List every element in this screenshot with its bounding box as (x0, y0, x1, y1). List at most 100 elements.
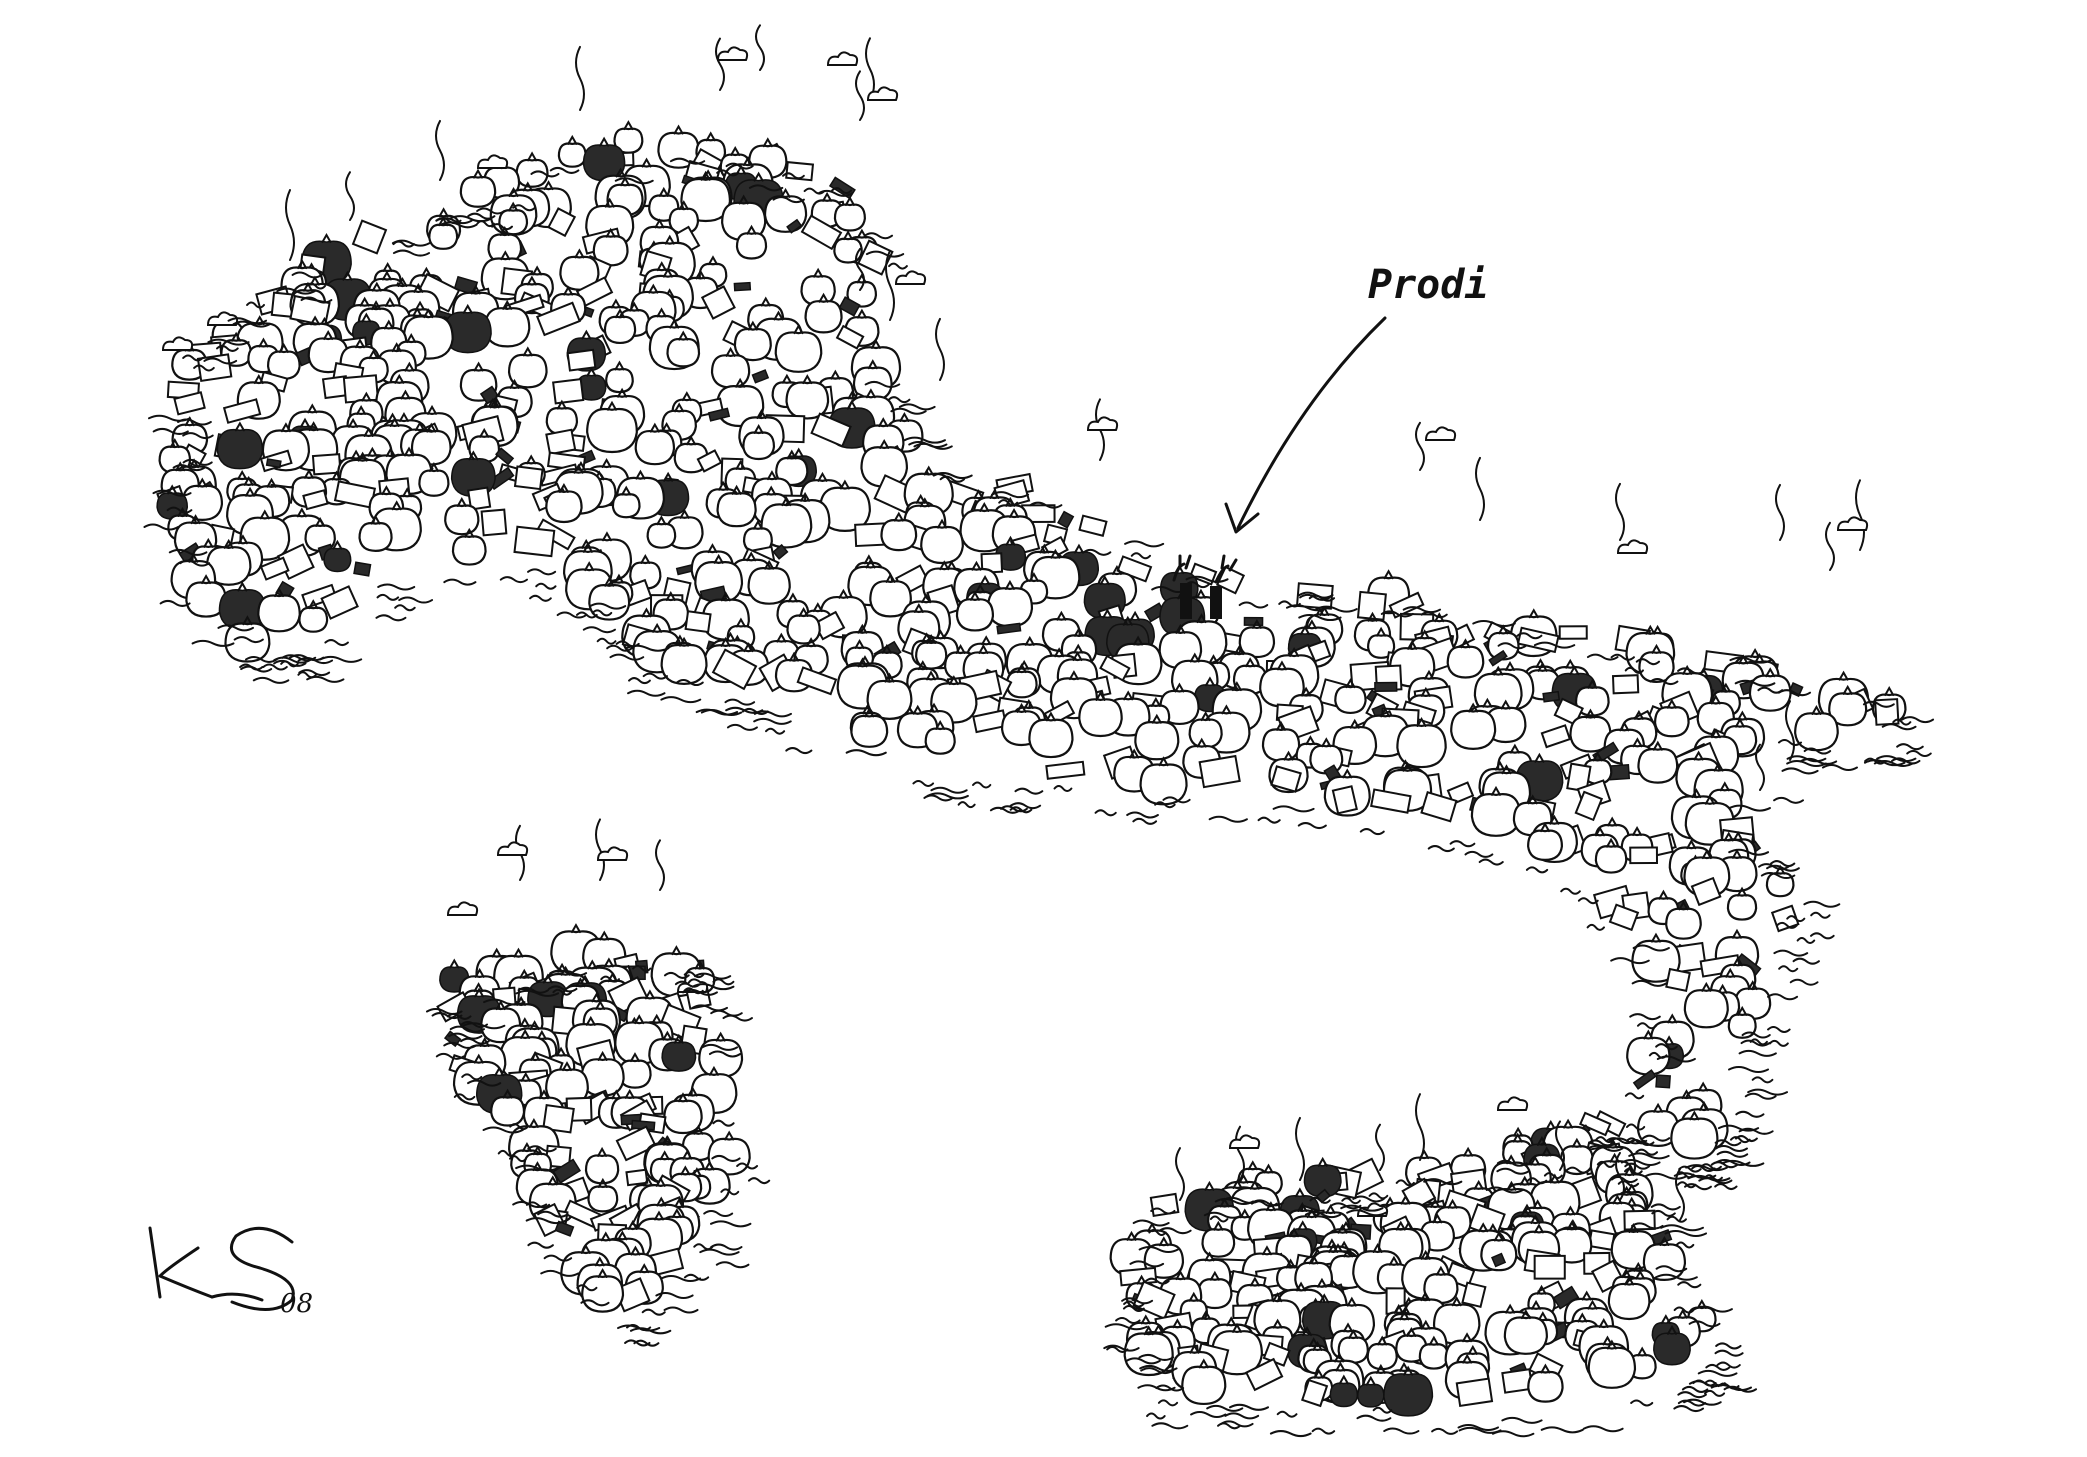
ripple-icon (930, 786, 968, 794)
bag-knot-icon (813, 267, 824, 278)
bag-knot-icon (1606, 1339, 1617, 1350)
ripple-icon (288, 654, 325, 662)
bag-knot-icon (864, 707, 875, 718)
bag-knot-icon (1719, 781, 1730, 792)
bag-knot-icon (508, 187, 519, 198)
garbage-bag-icon (785, 381, 830, 420)
bag-knot-icon (1375, 1363, 1386, 1374)
garbage-bag-icon (224, 622, 271, 663)
bag-knot-icon (613, 573, 624, 584)
cardboard-box-icon (800, 214, 843, 251)
ripple-icon (453, 1093, 476, 1101)
ripple-icon (1677, 1391, 1707, 1399)
bag-knot-icon (1306, 619, 1317, 630)
stink-line-icon (1755, 743, 1765, 791)
cardboard-box-icon (1553, 697, 1584, 726)
ripple-icon (1688, 1320, 1721, 1328)
bag-knot-icon (522, 346, 533, 357)
ripple-icon (708, 1050, 742, 1058)
bag-knot-icon (822, 191, 833, 202)
bag-knot-icon (1195, 588, 1206, 599)
bag-knot-icon (1158, 1236, 1169, 1247)
bag-knot-icon (617, 387, 628, 398)
ripple-icon (1747, 1088, 1788, 1096)
ripple-icon (1629, 1013, 1661, 1021)
bag-knot-icon (1607, 816, 1618, 827)
ripple-icon (1685, 1164, 1728, 1172)
bag-knot-icon (802, 374, 813, 385)
bag-knot-icon (1226, 1316, 1237, 1327)
bag-knot-icon (730, 145, 741, 157)
ripple-icon (606, 644, 633, 652)
bag-knot-icon (331, 470, 342, 481)
bag-knot-icon (929, 702, 940, 713)
garbage-bag-icon (581, 1275, 625, 1313)
bag-knot-icon (865, 558, 876, 569)
ripple-icon (193, 364, 215, 372)
ripple-icon (753, 717, 792, 725)
bag-knot-icon (656, 1196, 667, 1207)
bag-knot-icon (1221, 704, 1232, 715)
bag-knot-icon (300, 417, 310, 428)
bag-knot-icon (594, 1256, 605, 1267)
bag-knot-icon (391, 500, 402, 511)
bag-knot-icon (694, 959, 705, 970)
ripple-icon (1315, 605, 1358, 613)
bag-knot-icon (438, 207, 449, 218)
ripple-icon (1577, 897, 1599, 905)
annotation-arrow (1224, 316, 1387, 534)
cardboard-box-icon (302, 489, 329, 511)
cardboard-box-icon (1690, 876, 1722, 907)
ripple-icon (709, 1220, 752, 1228)
ripple-icon (1151, 1422, 1189, 1430)
bag-knot-icon (385, 447, 396, 458)
ripple-icon (449, 1025, 485, 1033)
bag-knot-icon (1294, 1187, 1305, 1198)
bag-knot-icon (489, 398, 500, 409)
ripple-icon (448, 215, 492, 223)
bag-knot-icon (1650, 932, 1661, 943)
bag-knot-icon (1838, 670, 1849, 681)
cardboard-box-icon (547, 207, 577, 238)
bag-knot-icon (1247, 1160, 1258, 1171)
ripple-icon (1757, 686, 1784, 694)
bag-knot-icon (308, 599, 319, 610)
bag-knot-icon (1512, 1132, 1523, 1143)
bag-knot-icon (843, 230, 854, 241)
garbage-bag-icon (1334, 685, 1367, 715)
garbage-bag-icon (1396, 724, 1447, 769)
ripple-icon (1148, 1228, 1167, 1236)
artist-signature: 08 (148, 1226, 313, 1319)
bag-knot-icon (500, 250, 511, 261)
ripple-icon (1285, 604, 1329, 612)
garbage-bag-icon (994, 543, 1027, 571)
bag-knot-icon (1068, 670, 1079, 681)
ripple-icon (159, 599, 191, 607)
debris-icon (786, 218, 803, 234)
debris-icon (554, 1220, 575, 1237)
ripple-icon (1778, 965, 1799, 973)
ripple-icon (1560, 887, 1581, 895)
ripple-icon (319, 655, 363, 663)
bag-knot-icon (1704, 794, 1715, 805)
bag-knot-icon (237, 470, 248, 481)
ripple-icon (1526, 1177, 1548, 1185)
bag-knot-icon (1349, 718, 1360, 729)
bag-knot-icon (707, 255, 718, 266)
bag-knot-icon (766, 485, 777, 496)
ripple-icon (1497, 642, 1527, 650)
ripple-icon (1721, 1159, 1765, 1167)
bag-knot-icon (623, 120, 634, 131)
bag-knot-icon (1406, 1326, 1417, 1337)
smell-puff-icon (1086, 416, 1119, 431)
bag-knot-icon (1462, 1353, 1473, 1364)
bag-knot-icon (1313, 1368, 1324, 1379)
bag-knot-icon (838, 588, 849, 599)
garbage-bag-icon (710, 354, 751, 389)
bag-knot-icon (1296, 1281, 1307, 1292)
bag-knot-icon (536, 1029, 547, 1040)
ripple-icon (306, 675, 345, 683)
ripple-icon (203, 357, 238, 365)
ripple-icon (1053, 785, 1073, 793)
bag-knot-icon (426, 422, 437, 433)
